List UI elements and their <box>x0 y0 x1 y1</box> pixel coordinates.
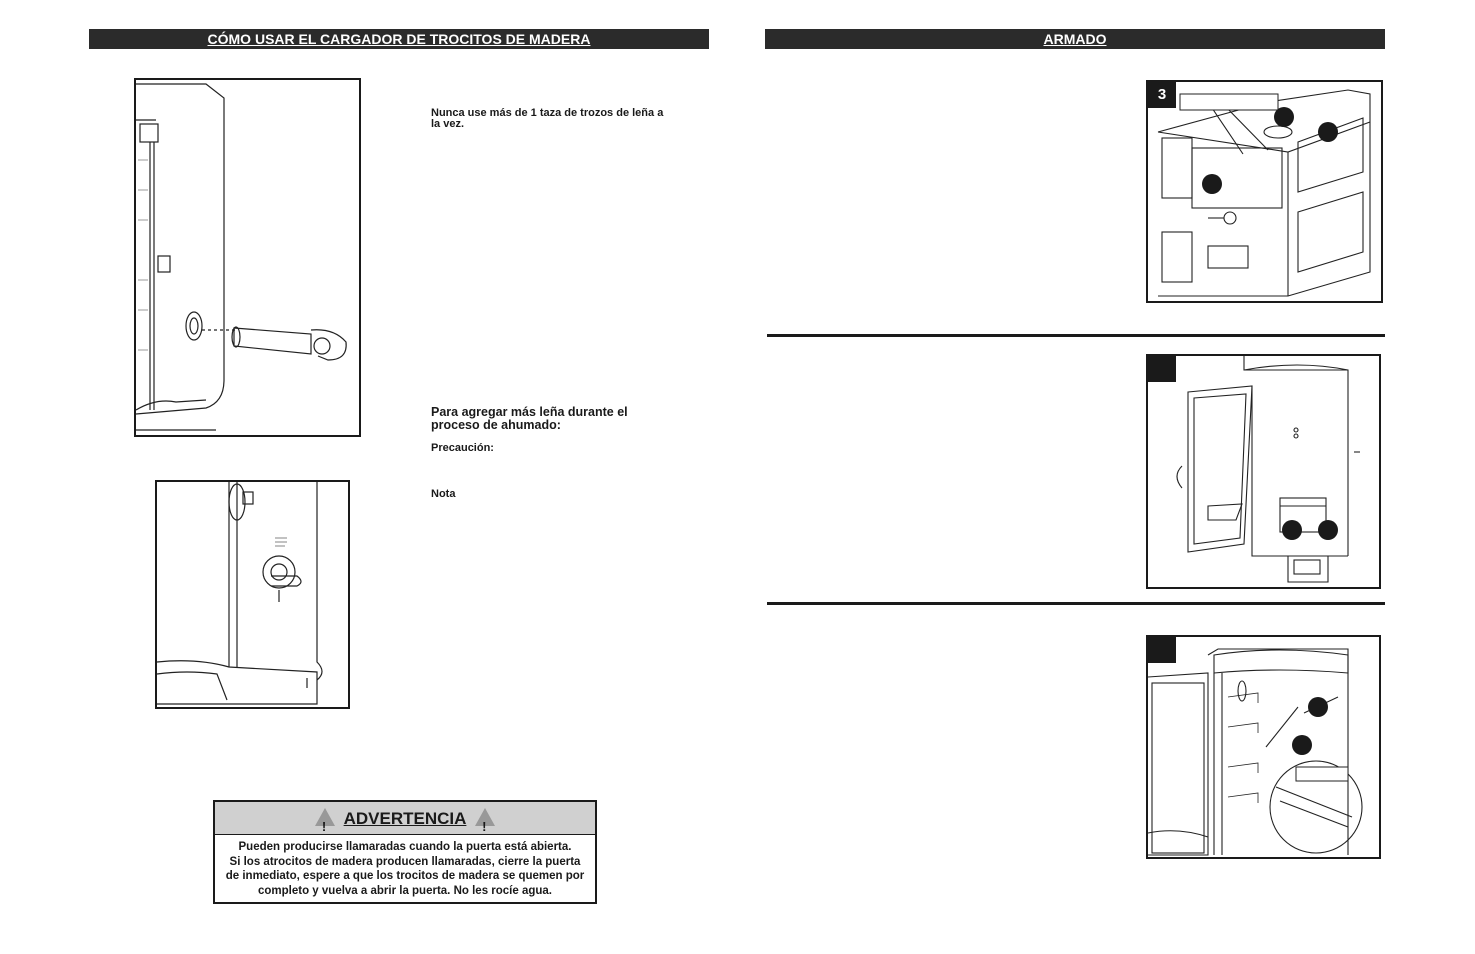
figure-step-4 <box>1146 354 1381 589</box>
figure-wood-loader-insert <box>134 78 361 437</box>
warning-triangle-icon: ! <box>475 808 496 834</box>
warning-line: Si los atrocitos de madera producen llam… <box>229 855 581 868</box>
warning-triangle-icon: ! <box>314 808 335 834</box>
instruction-max-wood: Nunca use más de 1 taza de trozos de leñ… <box>431 107 664 130</box>
figure-wood-loader-installed <box>155 480 350 709</box>
section-header-wood-loader: CÓMO USAR EL CARGADOR DE TROCITOS DE MAD… <box>89 29 709 49</box>
warning-line: de inmediato, espere a que los trocitos … <box>225 870 585 882</box>
warning-title: ADVERTENCIA <box>343 809 467 828</box>
step-divider <box>767 602 1385 605</box>
caution-label: Precaución: <box>431 442 494 454</box>
warning-box: ! ADVERTENCIA ! Pueden producirse llamar… <box>213 800 597 904</box>
warning-header: ! ADVERTENCIA ! <box>215 802 595 835</box>
warning-line: Pueden producirse llamaradas cuando la p… <box>238 841 572 853</box>
note-label: Nota <box>431 488 456 500</box>
section-header-assembly: ARMADO <box>765 29 1385 49</box>
figure-step-3: 3 <box>1146 80 1383 303</box>
step-number-badge: 3 <box>1148 82 1176 108</box>
warning-text: Pueden producirse llamaradas cuando la p… <box>215 835 595 898</box>
step-divider <box>767 334 1385 337</box>
instruction-add-wood: Para agregar más leña durante el proceso… <box>431 405 628 432</box>
figure-step-5 <box>1146 635 1381 859</box>
warning-line: completo y vuelva a abrir la puerta. No … <box>258 884 552 897</box>
